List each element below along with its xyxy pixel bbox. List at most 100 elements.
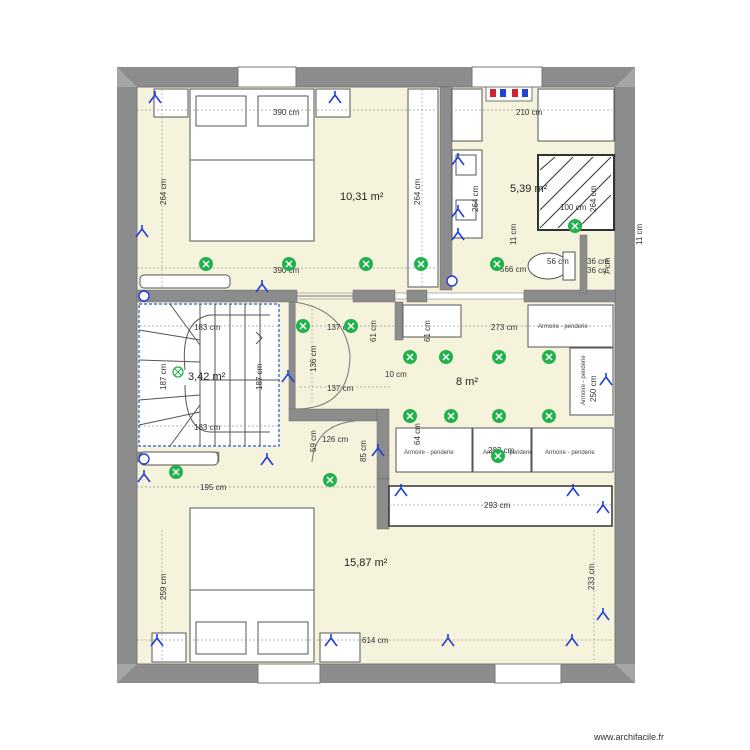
dim-text: 210 cm — [516, 108, 543, 117]
ceiling-light-icon — [439, 350, 453, 364]
door-swing-hall — [294, 301, 351, 410]
nightstand-right-1 — [315, 88, 351, 118]
ceiling-light-icon — [282, 257, 296, 271]
dim-text: 59 cm — [309, 430, 318, 452]
dim-text: 183 cm — [194, 323, 221, 332]
room-areas: 10,31 m² 5,39 m² 3,42 m² 8 m² 15,87 m² — [188, 183, 548, 569]
electrical-outlet-icon — [371, 444, 385, 457]
nightstand-right-2 — [319, 632, 361, 663]
furniture-label: Armoire - penderie — [581, 355, 587, 405]
window-bottom-left — [257, 663, 321, 684]
electrical-outlet-icon — [596, 608, 610, 621]
dim-text: 293 cm — [484, 501, 511, 510]
ceiling-light-icon — [490, 257, 504, 271]
radiator — [485, 86, 533, 102]
dim-text: 390 cm — [273, 108, 300, 117]
electrical-outlet-icon — [260, 453, 274, 466]
dim-text: 7 cm — [603, 257, 612, 275]
dim-text: 126 cm — [322, 435, 349, 444]
dim-text: 136 cm — [309, 345, 318, 372]
dim-text: 250 cm — [589, 375, 598, 402]
electrical-outlet-icon — [441, 634, 455, 647]
watermark: www.archifacile.fr — [593, 732, 664, 742]
door-swing-bedroom-2 — [311, 420, 356, 463]
wardrobe-hall-right — [569, 347, 614, 416]
room-area-bedroom-2: 15,87 m² — [344, 557, 388, 569]
window-top-right — [471, 66, 543, 88]
staircase — [138, 303, 280, 447]
dim-text: 233 cm — [587, 563, 596, 590]
furniture-label: Armoire - penderie — [538, 324, 588, 330]
electrical-symbols — [135, 91, 613, 647]
dim-text: 273 cm — [491, 323, 518, 332]
dim-text: 187 cm — [255, 363, 264, 390]
dimension-labels: 390 cm 210 cm 264 cm 264 cm 264 cm 264 c… — [159, 108, 644, 645]
dim-text: 11 cm — [509, 223, 518, 245]
electrical-outlet-icon — [135, 225, 149, 238]
ceiling-light-icon — [414, 257, 428, 271]
ceiling-light-icon — [359, 257, 373, 271]
ceiling-light-icon — [444, 409, 458, 423]
dim-text: 11 cm — [635, 223, 644, 245]
dim-text: 264 cm — [413, 178, 422, 205]
dim-text: 187 cm — [159, 363, 168, 390]
dim-text: 195 cm — [200, 483, 227, 492]
dim-text: 259 cm — [159, 573, 168, 600]
ceiling-light-icon — [403, 350, 417, 364]
ceiling-light-icon — [491, 449, 505, 463]
electrical-outlet-icon — [324, 634, 338, 647]
electrical-outlet-icon — [148, 91, 162, 104]
dim-text: 566 cm — [500, 265, 527, 274]
bathroom-cabinet — [451, 88, 483, 142]
furniture-label: Armoire - penderie — [483, 450, 533, 456]
electrical-outlet-icon — [451, 205, 465, 218]
dim-text: 264 cm — [471, 185, 480, 212]
dim-text: 85 cm — [359, 440, 368, 462]
electrical-outlet-icon — [565, 634, 579, 647]
dim-text: 264 cm — [589, 185, 598, 212]
dim-text: 390 cm — [273, 266, 300, 275]
dim-text: 137 cm — [327, 323, 354, 332]
radiator-bedroom-1 — [139, 274, 231, 289]
wardrobe-hall-1 — [395, 427, 473, 473]
electrical-outlet-icon — [451, 153, 465, 166]
dim-text: 61 cm — [369, 320, 378, 342]
room-area-stairs: 3,42 m² — [188, 371, 226, 383]
dim-text: 61 cm — [423, 320, 432, 342]
furniture-label: Armoire - penderie — [545, 450, 595, 456]
electrical-outlet-icon — [137, 470, 151, 483]
electrical-outlet-icon — [451, 228, 465, 241]
wardrobe-1 — [407, 88, 439, 288]
room-area-bedroom-1: 10,31 m² — [340, 191, 384, 203]
dim-text: 36 cm — [587, 266, 609, 275]
ceiling-light-icon — [296, 319, 310, 333]
ceiling-lights — [169, 219, 582, 487]
window-top-left — [237, 66, 297, 88]
ceiling-light-icon — [542, 409, 556, 423]
cabinet-hall-1 — [402, 304, 462, 338]
electrical-outlet-icon — [328, 91, 342, 104]
dim-text: 36 cm — [587, 257, 609, 266]
socket-icon — [138, 290, 150, 302]
ceiling-light-icon — [169, 465, 183, 479]
dim-text: 64 cm — [413, 423, 422, 445]
dim-text: 264 cm — [159, 178, 168, 205]
dim-text: 614 cm — [362, 636, 389, 645]
bathtub — [537, 88, 615, 142]
radiator-stairs — [139, 451, 219, 466]
room-area-hall: 8 m² — [456, 376, 478, 388]
electrical-outlet-icon — [281, 370, 295, 383]
ceiling-light-icon — [542, 350, 556, 364]
furniture-labels: Armoire - penderie Armoire - penderie Ar… — [404, 324, 595, 456]
dim-text: 137 cm — [327, 384, 354, 393]
electrical-outlet-icon — [150, 634, 164, 647]
ceiling-light-icon — [344, 319, 358, 333]
electrical-outlet-icon — [596, 501, 610, 514]
dim-text: 56 cm — [547, 257, 569, 266]
wardrobe-2 — [388, 485, 613, 527]
ceiling-light-icon — [323, 473, 337, 487]
nightstand-left-1 — [153, 88, 189, 118]
furniture-label: Armoire - penderie — [404, 450, 454, 456]
dim-text: 183 cm — [194, 423, 221, 432]
